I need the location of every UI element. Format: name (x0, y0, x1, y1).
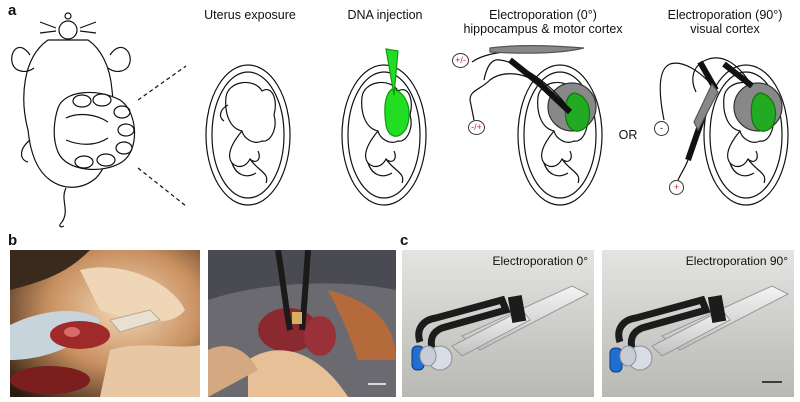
pole-ep0-top: +/- (452, 53, 469, 68)
step-uterus-exposure-title: Uterus exposure (204, 8, 296, 22)
mouse-outline (11, 12, 136, 228)
render-electroporation-0 (402, 250, 594, 397)
photo-surgery-2 (208, 250, 396, 397)
panel-letter-b: b (8, 232, 18, 249)
pole-ep0-bottom: -/+ (468, 120, 485, 135)
render-label-0: Electroporation 0° (492, 254, 588, 268)
step-ep0-title: Electroporation (0°) (489, 8, 597, 22)
panel-letter-a: a (8, 2, 17, 19)
or-label: OR (618, 128, 638, 142)
electrodes-90 (659, 57, 754, 181)
step-ep90-title: Electroporation (90°) (667, 8, 783, 22)
render-electroporation-90 (602, 250, 794, 397)
photo-surgery-1 (10, 250, 200, 397)
embryo-uterus-exposure (205, 64, 291, 206)
pole-ep90-top: - (654, 121, 669, 136)
render-label-90: Electroporation 90° (685, 254, 788, 268)
panel-a-schematic (11, 12, 789, 228)
step-ep90-subtitle: visual cortex (690, 22, 760, 36)
panel-letter-c: c (400, 232, 409, 249)
step-dna-injection-title: DNA injection (347, 8, 423, 22)
embryo-electroporation-0 (517, 64, 603, 206)
pole-ep90-bottom: + (669, 180, 684, 195)
embryo-electroporation-90 (703, 64, 789, 206)
embryo-dna-injection (341, 48, 427, 206)
step-ep0-subtitle: hippocampus & motor cortex (463, 22, 623, 36)
electrodes-0 (469, 45, 585, 121)
